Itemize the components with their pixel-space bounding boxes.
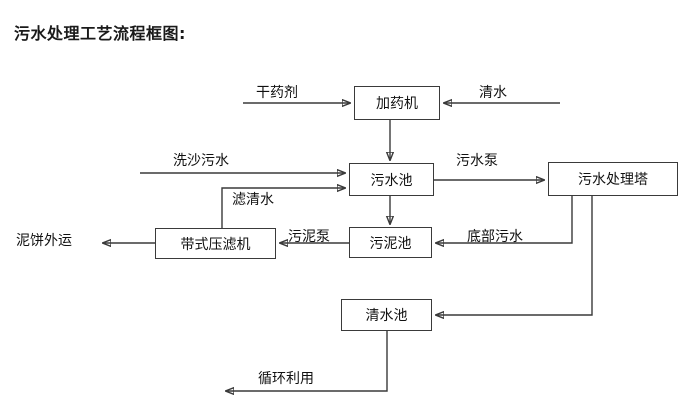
page-title: 污水处理工艺流程框图:	[14, 24, 186, 43]
edge-label-bottom-sewage: 底部污水	[467, 229, 523, 245]
edge-label-mud-cake-transport: 泥饼外运	[16, 233, 72, 249]
edge-label-filtered-water: 滤清水	[232, 192, 274, 208]
edge-tower-bottom-sewage-to-sludge-pool	[436, 196, 573, 243]
node-label: 加药机	[376, 96, 418, 112]
node-wastewater-pool[interactable]: 污水池	[349, 163, 434, 196]
node-label: 带式压滤机	[180, 236, 251, 253]
edge-label-sewage-pump: 污水泵	[456, 153, 498, 169]
edge-filtered-water-to-wastewater-pool	[221, 188, 345, 228]
edge-label-sand-wash-sewage: 洗沙污水	[173, 153, 229, 169]
node-label: 污泥池	[369, 235, 412, 252]
edge-tower-to-clear-water-pool	[436, 196, 593, 315]
node-sludge-pool[interactable]: 污泥池	[349, 227, 432, 258]
node-dosing-machine[interactable]: 加药机	[354, 86, 440, 120]
edge-label-sludge-pump: 污泥泵	[288, 229, 330, 245]
node-label: 清水池	[365, 308, 408, 324]
edge-label-recycle-reuse: 循环利用	[258, 371, 314, 387]
edge-label-dry-chemical: 干药剂	[256, 85, 298, 101]
node-label: 污水处理塔	[578, 172, 648, 188]
node-clear-water-pool[interactable]: 清水池	[341, 299, 432, 331]
node-label: 污水池	[370, 172, 413, 189]
edge-label-clean-water: 清水	[479, 85, 507, 101]
node-treatment-tower[interactable]: 污水处理塔	[548, 162, 678, 196]
edge-clear-water-pool-to-recycle	[226, 331, 388, 391]
node-belt-filter-press[interactable]: 带式压滤机	[155, 228, 276, 259]
